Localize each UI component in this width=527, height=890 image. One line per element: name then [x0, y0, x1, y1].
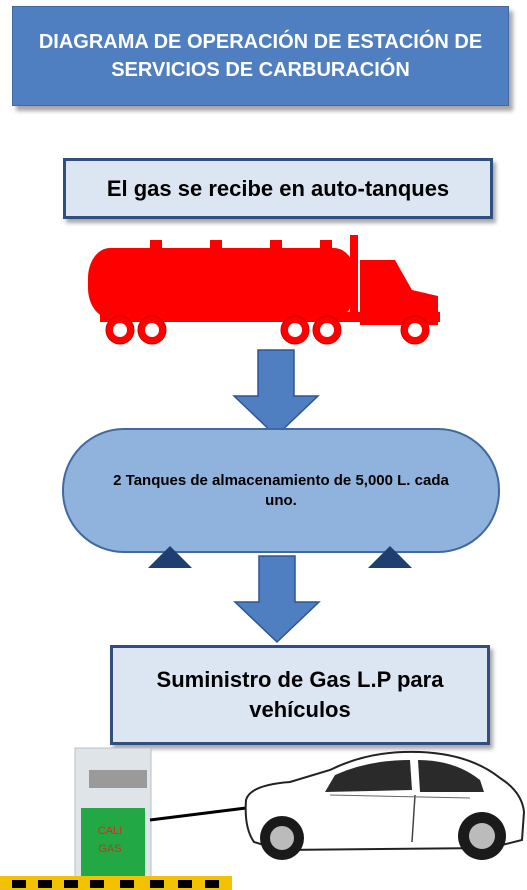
diagram-title: DIAGRAMA DE OPERACIÓN DE ESTACIÓN DE SER…: [12, 6, 509, 106]
storage-tank: 2 Tanques de almacenamiento de 5,000 L. …: [62, 428, 500, 553]
step-receive-box: El gas se recibe en auto-tanques: [63, 158, 493, 219]
step-supply-box: Suministro de Gas L.P para vehículos: [110, 645, 490, 745]
pump-brand-label: CALI GAS: [85, 822, 135, 858]
pump-brand-line1: CALI: [97, 825, 123, 837]
pump-brand-line2: GAS: [98, 843, 122, 855]
